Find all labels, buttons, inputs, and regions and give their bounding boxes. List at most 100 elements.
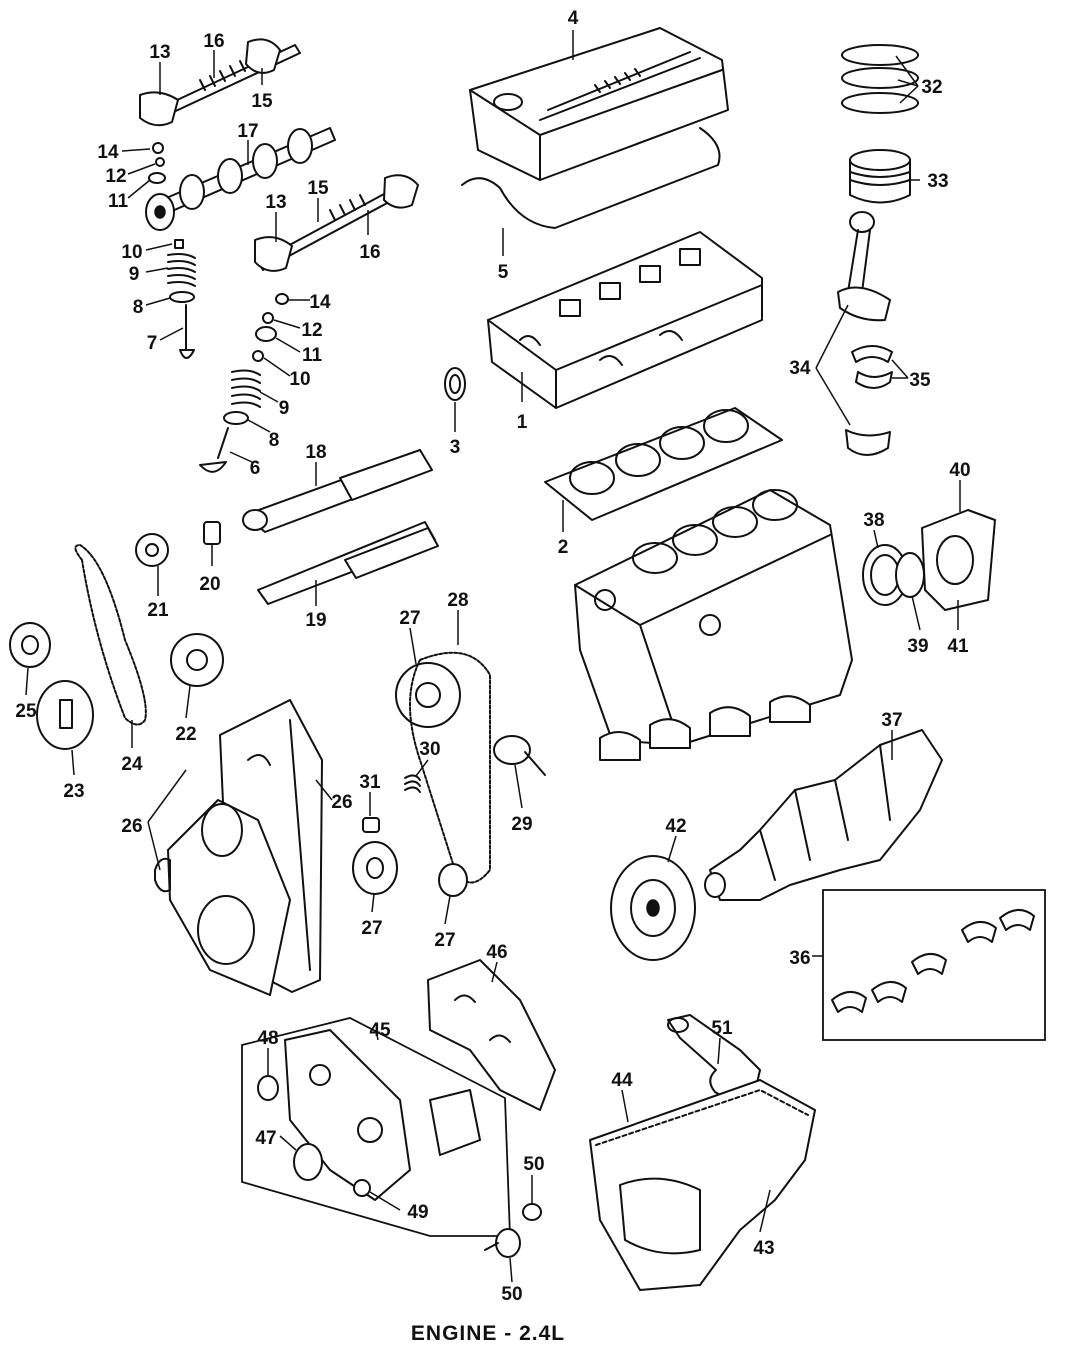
shaft-18 — [242, 449, 433, 533]
camshaft — [145, 127, 336, 231]
callout-28: 28 — [447, 590, 468, 611]
valve-keepers-upper — [148, 142, 166, 184]
main-bearings — [831, 909, 1035, 1013]
callout-21: 21 — [147, 600, 169, 621]
callout-34: 34 — [789, 358, 811, 379]
callout-16a: 16 — [203, 31, 224, 52]
callout-14b: 14 — [309, 292, 331, 313]
washer-23 — [36, 680, 94, 750]
shaft-19 — [257, 521, 439, 605]
callout-11a: 11 — [108, 191, 129, 212]
callout-43: 43 — [753, 1238, 774, 1259]
callout-14a: 14 — [97, 142, 119, 163]
callout-13a: 13 — [149, 42, 170, 63]
callout-51: 51 — [711, 1018, 733, 1039]
pulley-25 — [9, 622, 51, 668]
piston — [849, 149, 911, 204]
callout-46: 46 — [486, 942, 507, 963]
connecting-rod — [837, 211, 891, 322]
timing-cover-lower — [154, 799, 291, 996]
sprocket-22 — [170, 633, 224, 687]
crankshaft — [704, 729, 943, 901]
callout-4: 4 — [568, 8, 579, 29]
callout-18: 18 — [305, 442, 326, 463]
callout-48: 48 — [257, 1028, 278, 1049]
cylinder-head — [487, 231, 763, 409]
callout-labels: 1 2 3 4 5 6 7 8 8 9 9 10 10 11 11 12 12 … — [15, 8, 970, 1305]
callout-32: 32 — [921, 77, 942, 98]
callout-2: 2 — [558, 537, 569, 558]
callout-10b: 10 — [289, 369, 310, 390]
engine-block — [574, 489, 853, 751]
callout-15a: 15 — [251, 91, 273, 112]
callout-49: 49 — [407, 1202, 428, 1223]
tensioner-29 — [493, 735, 546, 776]
rod-bearings — [845, 345, 893, 456]
callout-24: 24 — [121, 754, 143, 775]
drain-plug-50a — [522, 1203, 542, 1221]
timing-belt-24 — [74, 544, 147, 726]
callout-42: 42 — [665, 816, 686, 837]
intake-valve-stack — [167, 239, 196, 359]
callout-33: 33 — [927, 171, 948, 192]
cam-sprocket-27 — [395, 662, 461, 728]
valve-cover — [469, 27, 729, 181]
valve-cover-gasket — [461, 127, 721, 229]
callout-9a: 9 — [129, 264, 140, 285]
oil-pump — [257, 1029, 481, 1201]
callout-10a: 10 — [121, 242, 142, 263]
bushing — [203, 521, 221, 545]
diagram-title: ENGINE - 2.4L — [411, 1322, 565, 1345]
lower-rocker-shaft — [254, 174, 419, 272]
callout-16b: 16 — [359, 242, 380, 263]
callout-15b: 15 — [307, 178, 329, 199]
idler-27 — [352, 841, 398, 895]
callout-9b: 9 — [279, 398, 290, 419]
callout-37: 37 — [881, 710, 902, 731]
callout-17: 17 — [237, 121, 258, 142]
callout-27a: 27 — [399, 608, 420, 629]
callout-41: 41 — [947, 636, 969, 657]
callout-22: 22 — [175, 724, 196, 745]
callout-29: 29 — [511, 814, 532, 835]
crank-pulley — [610, 855, 696, 961]
callout-47: 47 — [255, 1128, 276, 1149]
head-gasket — [544, 407, 783, 521]
callout-39: 39 — [907, 636, 928, 657]
callout-35: 35 — [909, 370, 931, 391]
camshaft-seal — [444, 367, 466, 401]
timing-belt-28 — [409, 651, 491, 884]
callout-26b: 26 — [331, 792, 352, 813]
callout-31: 31 — [359, 772, 381, 793]
crank-sprocket-27 — [438, 863, 468, 897]
oil-pan — [589, 1079, 816, 1291]
upper-rocker-shaft — [139, 38, 301, 127]
exhaust-valve-stack — [199, 293, 289, 473]
callout-38: 38 — [863, 510, 884, 531]
callout-12b: 12 — [301, 320, 322, 341]
callout-50a: 50 — [523, 1154, 544, 1175]
rear-seal-housing-40 — [921, 509, 996, 611]
callout-30: 30 — [419, 739, 440, 760]
callout-7: 7 — [147, 333, 158, 354]
main-bearing-caps — [599, 695, 811, 761]
leader-lines — [25, 30, 961, 1283]
callout-40: 40 — [949, 460, 970, 481]
spring-30 — [404, 774, 421, 793]
rear-seal-39 — [895, 552, 925, 598]
callout-27c: 27 — [434, 930, 455, 951]
callout-45: 45 — [369, 1020, 391, 1041]
callout-50b: 50 — [501, 1284, 522, 1305]
callout-8a: 8 — [133, 297, 144, 318]
callout-19: 19 — [305, 610, 326, 631]
callout-27b: 27 — [361, 918, 382, 939]
callout-3: 3 — [450, 437, 461, 458]
callout-1: 1 — [517, 412, 528, 433]
spacer-31 — [362, 817, 380, 833]
callout-20: 20 — [199, 574, 220, 595]
callout-12a: 12 — [105, 166, 126, 187]
drain-plug-50b — [484, 1228, 521, 1258]
callout-8b: 8 — [269, 430, 280, 451]
piston-rings — [841, 44, 919, 114]
